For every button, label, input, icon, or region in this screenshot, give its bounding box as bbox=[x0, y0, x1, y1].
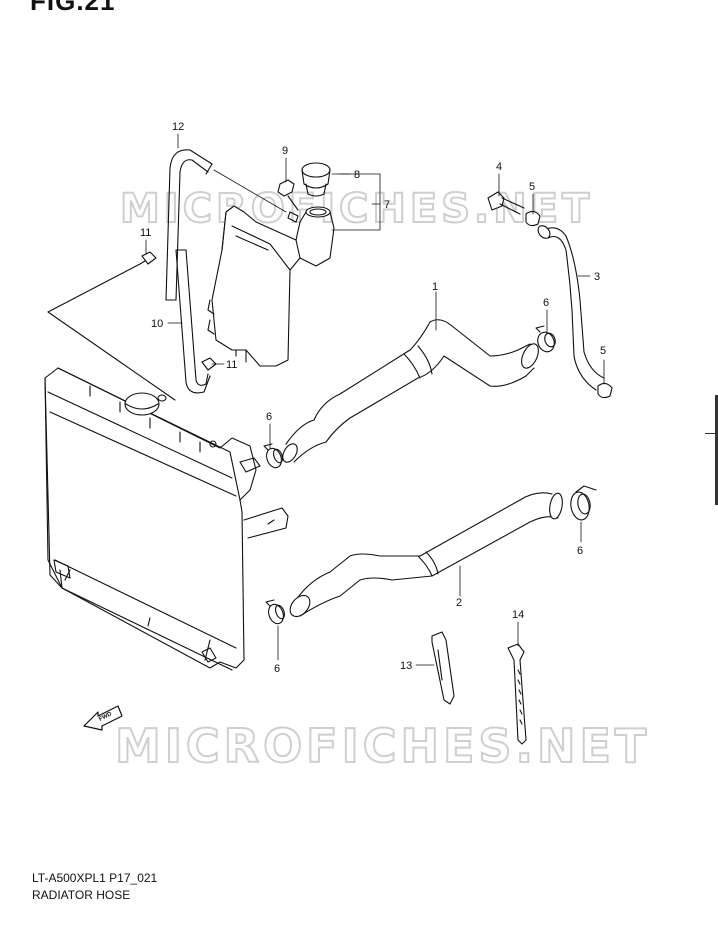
callout-8: 8 bbox=[354, 169, 360, 181]
callout-5b: 5 bbox=[600, 345, 606, 357]
watermark-top: MICROFICHES.NET bbox=[120, 186, 593, 232]
bolt bbox=[277, 179, 299, 211]
clamps-6 bbox=[263, 325, 597, 625]
hose-2 bbox=[289, 492, 563, 618]
callout-11b: 11 bbox=[226, 359, 237, 371]
callout-13: 13 bbox=[400, 660, 412, 672]
hose-10 bbox=[175, 249, 211, 394]
callout-12: 12 bbox=[172, 121, 184, 133]
radiator bbox=[44, 367, 289, 671]
callout-14: 14 bbox=[512, 609, 524, 621]
hose-1 bbox=[282, 319, 539, 463]
cable-tie-14 bbox=[507, 643, 527, 745]
hose-3 bbox=[537, 225, 605, 391]
callout-6d: 6 bbox=[274, 663, 280, 675]
callout-2: 2 bbox=[456, 597, 462, 609]
figure-code: LT-A500XPL1 P17_021 bbox=[32, 871, 158, 885]
callout-1: 1 bbox=[432, 281, 438, 293]
strap-13 bbox=[431, 631, 455, 705]
reservoir-tank bbox=[207, 205, 335, 367]
callout-6c: 6 bbox=[577, 545, 583, 557]
page-edge-mark bbox=[715, 395, 718, 505]
hose-12 bbox=[165, 149, 287, 301]
callout-7: 7 bbox=[384, 199, 390, 211]
fwd-arrow-icon bbox=[83, 705, 123, 731]
reservoir-cap bbox=[301, 162, 331, 197]
callout-3: 3 bbox=[594, 271, 600, 283]
figure-title: FIG.21 bbox=[30, 0, 116, 16]
callout-4: 4 bbox=[496, 161, 502, 173]
callout-11a: 11 bbox=[140, 227, 151, 239]
watermark-bottom: MICROFICHES.NET bbox=[115, 719, 650, 773]
fwd-label: FWD bbox=[98, 711, 113, 723]
callout-9: 9 bbox=[282, 145, 288, 157]
page-edge-tick bbox=[705, 433, 715, 434]
callout-10: 10 bbox=[151, 318, 163, 330]
figure-name: RADIATOR HOSE bbox=[32, 888, 131, 902]
callout-6a: 6 bbox=[543, 297, 549, 309]
callout-6b: 6 bbox=[266, 411, 272, 423]
callout-5a: 5 bbox=[529, 181, 535, 193]
